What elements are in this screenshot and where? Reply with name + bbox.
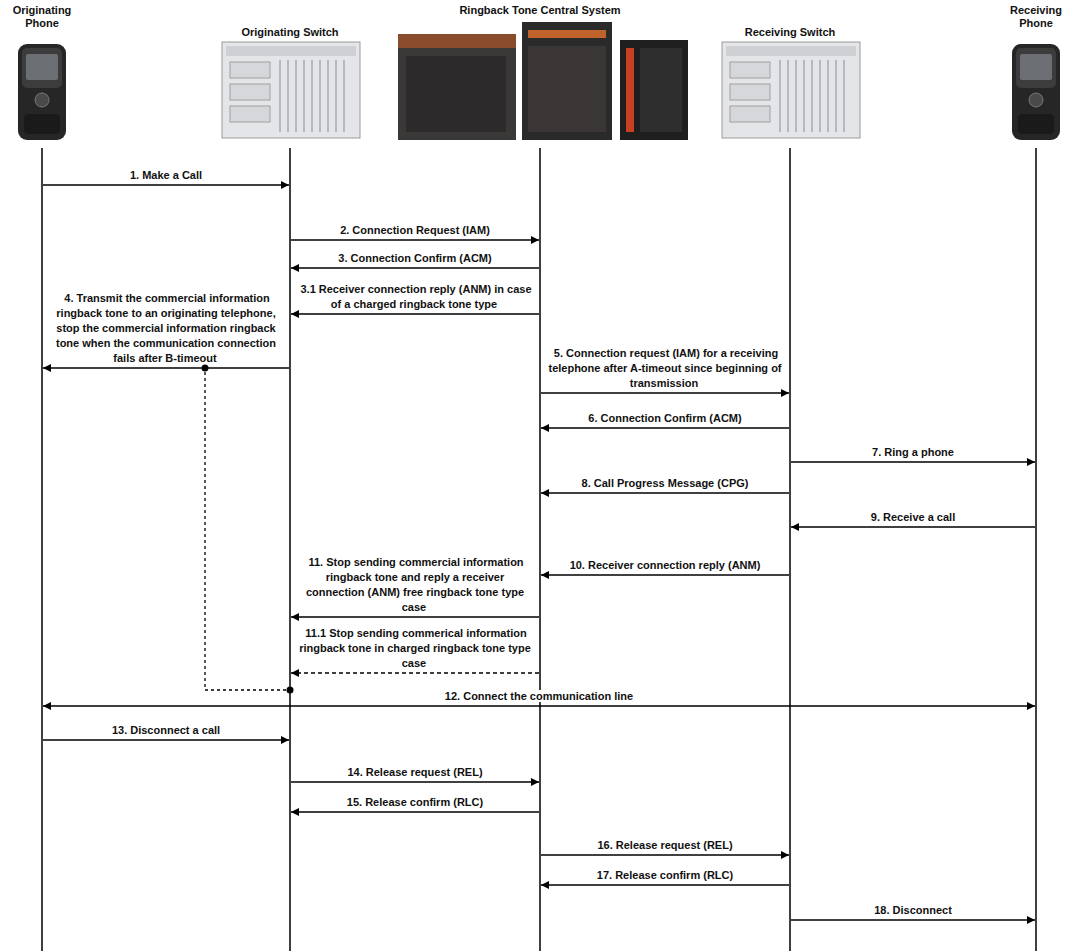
message-arrow — [541, 854, 789, 856]
message-arrow — [791, 461, 1035, 463]
participant-name: Receiving Switch — [721, 26, 859, 39]
message-arrow — [291, 811, 539, 813]
message-label: 15. Release confirm (RLC) — [345, 796, 485, 808]
message-label-box: 14. Release request (REL) — [296, 764, 534, 779]
message-label: 11. Stop sending commercial information … — [306, 556, 524, 613]
message-label-box: 1. Make a Call — [48, 167, 284, 182]
message-label: 2. Connection Request (IAM) — [338, 224, 492, 236]
message-label: 14. Release request (REL) — [345, 766, 484, 778]
participant: Receiving Phone — [996, 4, 1076, 146]
message-label-box: 11.1 Stop sending commerical information… — [296, 625, 534, 670]
phone-picture — [1012, 44, 1060, 140]
message-label: 4. Transmit the commercial information r… — [56, 292, 276, 364]
message-arrow — [43, 705, 1035, 707]
message-label-box: 4. Transmit the commercial information r… — [48, 290, 284, 365]
message-label-box: 7. Ring a phone — [796, 444, 1030, 459]
message-label-box: 13. Disconnect a call — [48, 722, 284, 737]
message-arrow — [791, 526, 1035, 528]
message-arrow — [291, 781, 539, 783]
message-label-box: 15. Release confirm (RLC) — [296, 794, 534, 809]
participant-name: Receiving Phone — [996, 4, 1076, 30]
participant: Ringback Tone Central System — [395, 4, 685, 146]
message-label: 18. Disconnect — [872, 904, 954, 916]
message-label: 3. Connection Confirm (ACM) — [336, 252, 493, 264]
message-label-box: 3.1 Receiver connection reply (ANM) in c… — [296, 281, 534, 311]
message-label-box: 2. Connection Request (IAM) — [296, 222, 534, 237]
message-arrow — [291, 616, 539, 618]
lifeline — [539, 148, 541, 951]
message-label-box: 10. Receiver connection reply (ANM) — [546, 557, 784, 572]
message-label: 12. Connect the communication line — [443, 690, 635, 702]
participant: Receiving Switch — [721, 4, 859, 146]
participant: Originating Switch — [221, 4, 359, 146]
message-label-box: 5. Connection request (IAM) for a receiv… — [546, 345, 784, 390]
message-arrow — [541, 492, 789, 494]
message-label-box: 8. Call Progress Message (CPG) — [546, 475, 784, 490]
message-arrow — [43, 367, 289, 369]
message-arrow — [791, 919, 1035, 921]
message-arrow — [291, 672, 539, 674]
message-label: 8. Call Progress Message (CPG) — [580, 477, 751, 489]
lifeline — [289, 148, 291, 951]
message-arrow — [541, 427, 789, 429]
lifeline — [789, 148, 791, 951]
message-label: 13. Disconnect a call — [110, 724, 222, 736]
switch-picture — [722, 42, 860, 138]
phone-picture — [18, 44, 66, 140]
message-label: 10. Receiver connection reply (ANM) — [568, 559, 763, 571]
participant-name: Originating Phone — [3, 4, 81, 30]
message-arrow — [43, 184, 289, 186]
message-label: 9. Receive a call — [869, 511, 957, 523]
message-label: 6. Connection Confirm (ACM) — [586, 412, 743, 424]
message-label-box: 9. Receive a call — [796, 509, 1030, 524]
message-label: 5. Connection request (IAM) for a receiv… — [548, 347, 781, 389]
participant: Originating Phone — [3, 4, 81, 146]
lifeline — [1035, 148, 1037, 951]
message-label: 17. Release confirm (RLC) — [595, 869, 735, 881]
message-label: 3.1 Receiver connection reply (ANM) in c… — [298, 283, 531, 310]
message-arrow — [291, 239, 539, 241]
participant-name: Originating Switch — [221, 26, 359, 39]
message-label-box: 11. Stop sending commercial information … — [296, 554, 534, 614]
message-label-box: 18. Disconnect — [796, 902, 1030, 917]
message-arrow — [291, 313, 539, 315]
message-arrow — [541, 884, 789, 886]
participant-name: Ringback Tone Central System — [395, 4, 685, 17]
message-label-box: 3. Connection Confirm (ACM) — [296, 250, 534, 265]
lifeline — [41, 148, 43, 951]
switch-picture — [222, 42, 360, 138]
message-label-box: 12. Connect the communication line — [379, 688, 699, 703]
message-arrow — [541, 392, 789, 394]
message-label-box: 6. Connection Confirm (ACM) — [546, 410, 784, 425]
message-label-box: 17. Release confirm (RLC) — [546, 867, 784, 882]
message-label: 7. Ring a phone — [870, 446, 956, 458]
message-label: 16. Release request (REL) — [595, 839, 734, 851]
message-label: 11.1 Stop sending commerical information… — [299, 627, 531, 669]
message-arrow — [541, 574, 789, 576]
timeout-link — [202, 365, 294, 694]
server-picture — [398, 22, 688, 140]
message-arrow — [43, 739, 289, 741]
message-label-box: 16. Release request (REL) — [546, 837, 784, 852]
message-label: 1. Make a Call — [128, 169, 204, 181]
message-arrow — [291, 267, 539, 269]
